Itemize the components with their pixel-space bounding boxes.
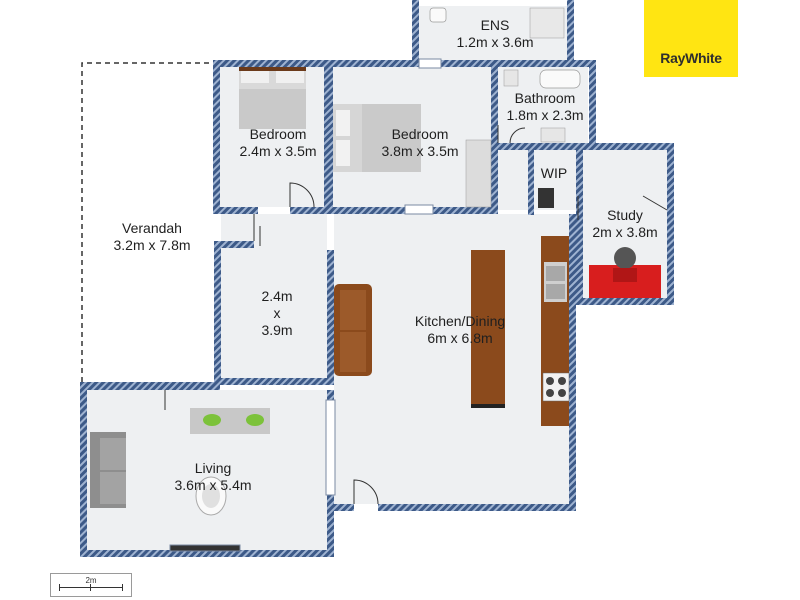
room-dim-1: 2.4m xyxy=(261,288,293,304)
room-size: 3.8m x 3.5m xyxy=(381,143,459,159)
room-label-wip: WIP xyxy=(534,165,574,182)
room-size: 6m x 6.8m xyxy=(427,330,493,346)
doors xyxy=(164,125,668,505)
verandah-outline xyxy=(81,62,213,382)
room-name: Verandah xyxy=(122,220,182,236)
scale-tick xyxy=(90,584,91,591)
room-name: Living xyxy=(194,460,232,476)
room-label-middle: 2.4m x 3.9m xyxy=(247,288,307,339)
brand-name: RayWhite xyxy=(660,50,722,66)
living-furniture xyxy=(90,408,270,516)
kitchen-island-edge xyxy=(471,404,505,408)
wip-appliance xyxy=(538,188,554,208)
room-name: Bedroom xyxy=(391,126,449,142)
kitchen-counter xyxy=(541,236,570,426)
room-label-bedroom-right: Bedroom 3.8m x 3.5m xyxy=(370,126,470,160)
windows xyxy=(169,58,442,552)
kitchen-island xyxy=(471,250,505,406)
room-name: Bathroom xyxy=(514,90,576,106)
room-name: Study xyxy=(607,207,643,223)
scale-label: 2m xyxy=(85,576,97,585)
raywhite-logo: RayWhite xyxy=(644,0,738,77)
scale-tick xyxy=(122,584,123,591)
room-label-living: Living 3.6m x 5.4m xyxy=(163,460,263,494)
room-name: Kitchen/Dining xyxy=(414,313,506,329)
room-size: 1.8m x 2.3m xyxy=(506,107,584,123)
sofa-middle xyxy=(334,284,372,376)
room-dim-2: x xyxy=(273,305,281,321)
room-size: 1.2m x 3.6m xyxy=(456,34,534,50)
room-name: WIP xyxy=(540,165,568,181)
room-label-verandah: Verandah 3.2m x 7.8m xyxy=(102,220,202,254)
room-size: 2m x 3.8m xyxy=(592,224,658,240)
room-label-kitchen: Kitchen/Dining 6m x 6.8m xyxy=(405,313,515,347)
room-label-bedroom-left: Bedroom 2.4m x 3.5m xyxy=(228,126,328,160)
bed-right xyxy=(333,104,421,172)
room-label-bathroom: Bathroom 1.8m x 2.3m xyxy=(500,90,590,124)
room-label-study: Study 2m x 3.8m xyxy=(580,207,670,241)
room-name: ENS xyxy=(480,17,510,33)
scale-bar: 2m xyxy=(50,573,132,597)
room-size: 3.6m x 5.4m xyxy=(174,477,252,493)
bathroom-fixtures xyxy=(503,69,581,143)
scale-line xyxy=(59,584,123,591)
ens-fixtures xyxy=(429,7,565,39)
room-size: 3.2m x 7.8m xyxy=(113,237,191,253)
wardrobe-right xyxy=(465,139,492,208)
study-desk xyxy=(589,247,661,298)
room-size: 2.4m x 3.5m xyxy=(239,143,317,159)
room-dim-3: 3.9m xyxy=(261,322,293,338)
bed-left xyxy=(239,67,306,129)
room-label-ens: ENS 1.2m x 3.6m xyxy=(450,17,540,51)
scale-tick xyxy=(59,584,60,591)
room-name: Bedroom xyxy=(249,126,307,142)
